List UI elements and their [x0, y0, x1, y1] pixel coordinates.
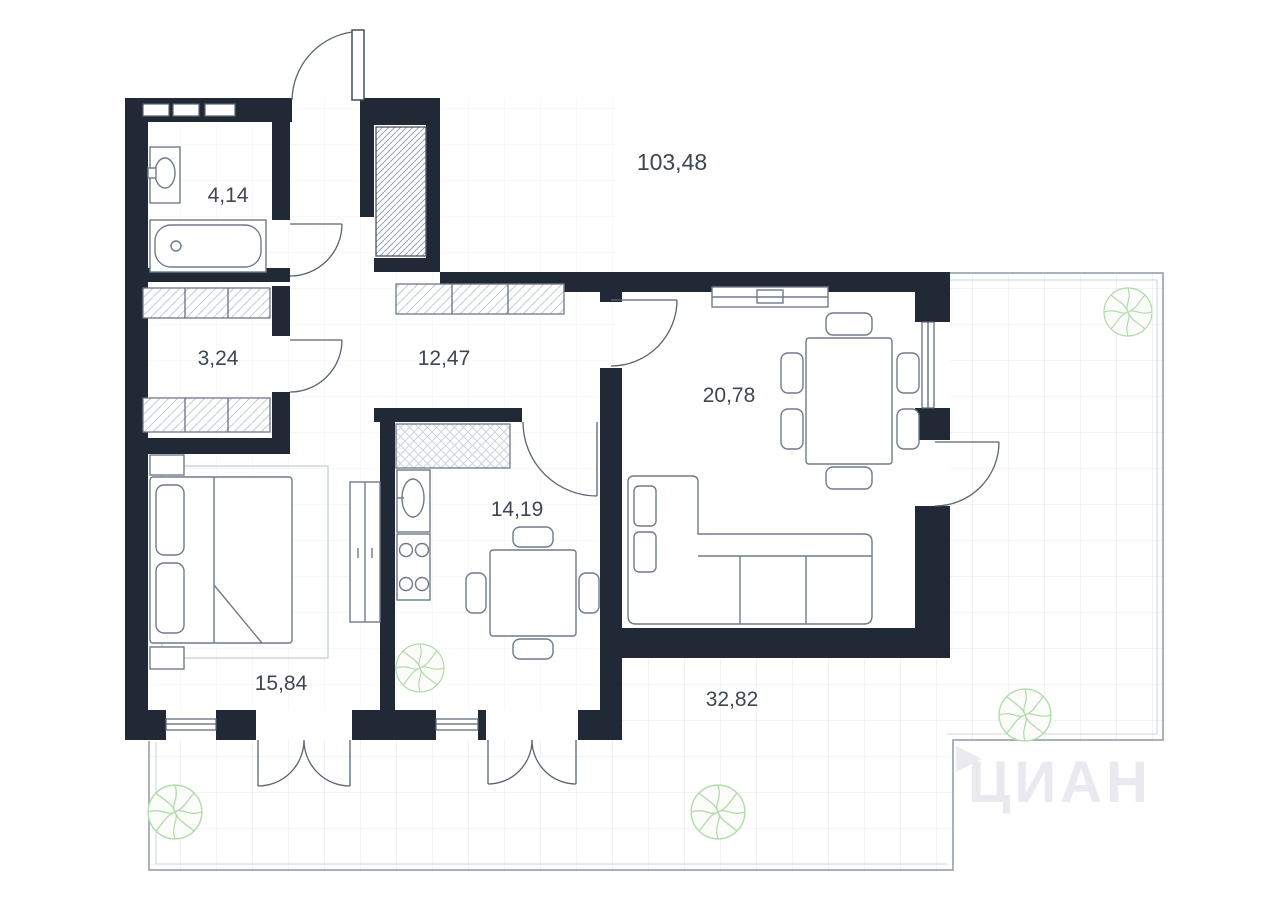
kitchen-table — [465, 526, 600, 660]
label-living-room-area: 20,78 — [703, 384, 756, 407]
ventilation-shaft — [375, 126, 427, 257]
windows — [142, 103, 950, 740]
bedroom-terrace-door — [256, 710, 352, 787]
living-room-window — [915, 321, 950, 409]
hall-wardrobe-bottom — [142, 397, 271, 433]
kitchen-window — [435, 710, 479, 740]
hall-wardrobe-top — [142, 287, 271, 319]
terrace-floor — [148, 272, 1165, 872]
label-bedroom-area: 15,84 — [255, 672, 308, 695]
dressing-hall-door — [289, 339, 343, 393]
vent-blocks-icon — [142, 103, 236, 117]
kitchen-sink — [396, 469, 431, 533]
tv-stand — [711, 286, 829, 308]
plant-icon — [147, 784, 203, 840]
nightstand-bottom — [149, 646, 185, 670]
kitchen-counter — [395, 423, 511, 469]
entrance-door — [291, 29, 365, 101]
label-dressing-hall-area: 3,24 — [198, 347, 239, 370]
label-terrace-area: 32,82 — [706, 688, 759, 711]
bedroom-window — [165, 710, 217, 740]
balcony-door — [934, 441, 1000, 507]
plant-icon — [690, 784, 746, 840]
plant-icon — [1103, 287, 1153, 337]
plant-icon — [395, 643, 445, 693]
label-total-area: 103,48 — [637, 149, 707, 175]
watermark-logo-icon — [956, 746, 982, 772]
plant-icon — [998, 688, 1052, 742]
bed — [149, 476, 293, 644]
doors — [256, 29, 1000, 787]
bedroom-wardrobe — [349, 481, 381, 623]
corridor-wardrobe — [395, 283, 565, 315]
bathroom-door — [289, 223, 343, 277]
watermark-text: ЦИАН — [968, 750, 1152, 815]
sofa — [627, 475, 873, 625]
nightstand-top — [149, 454, 185, 476]
kitchen-door — [522, 421, 598, 497]
living-room-door — [610, 299, 678, 367]
label-corridor-area: 12,47 — [418, 347, 471, 370]
dining-table — [780, 312, 920, 490]
bathroom-sink — [147, 146, 181, 204]
label-kitchen-area: 14,19 — [491, 498, 544, 521]
bathtub — [149, 219, 267, 273]
kitchen-terrace-door — [486, 710, 578, 785]
watermark: ЦИАН — [956, 746, 1152, 815]
label-bathroom-area: 4,14 — [208, 184, 249, 207]
stove — [396, 533, 431, 601]
